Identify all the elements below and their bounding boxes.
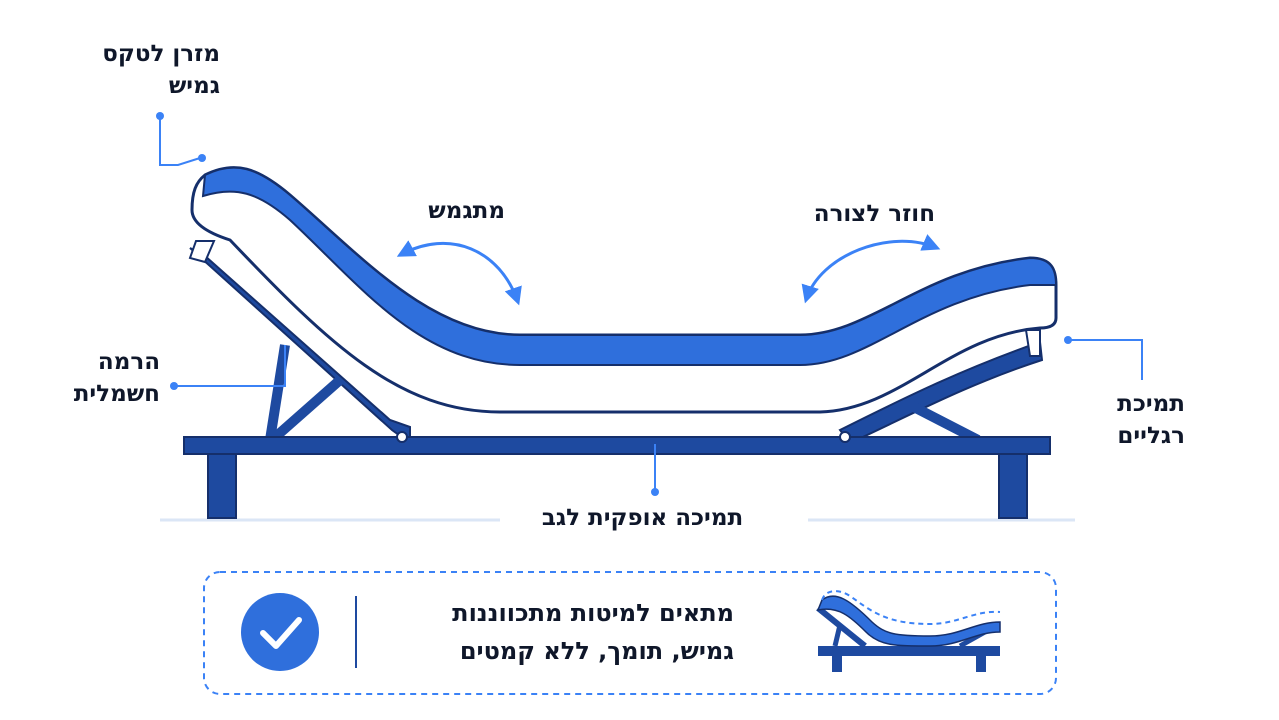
leg-lift-frame [838,329,1044,445]
label-line: מזרן לטקס [102,41,220,67]
reshape-arrow [801,234,941,304]
label-reshapes: חוזר לצורה [813,201,935,227]
note-line: גמיש, תומך, ללא קמטים [459,637,734,665]
label-line: חשמלית [73,381,160,407]
note-line: מתאים למיטות מתכווננות [452,599,734,627]
callout-leaders [159,116,1143,492]
label-leg-support: תמיכת רגליים [1080,388,1185,452]
base-rail [183,431,1051,455]
label-electric-lift: הרמה חשמלית [40,346,160,410]
label-latex-mattress: מזרן לטקס גמיש [70,38,220,102]
label-horizontal-support: תמיכה אופקית לגב [541,505,744,531]
adjustable-bed-icon [816,590,1001,672]
back-lift-frame [188,240,411,445]
label-flexes: מתגמש [428,198,505,224]
flex-arrow [396,240,522,306]
label-line: רגליים [1117,423,1185,449]
callout-dots [156,112,1072,496]
note-text: מתאים למיטות מתכווננות גמיש, תומך, ללא ק… [372,594,734,670]
label-line: הרמה [97,349,160,375]
label-line: גמיש [168,73,220,99]
check-circle-icon [241,593,319,671]
label-line: תמיכת [1117,391,1185,417]
